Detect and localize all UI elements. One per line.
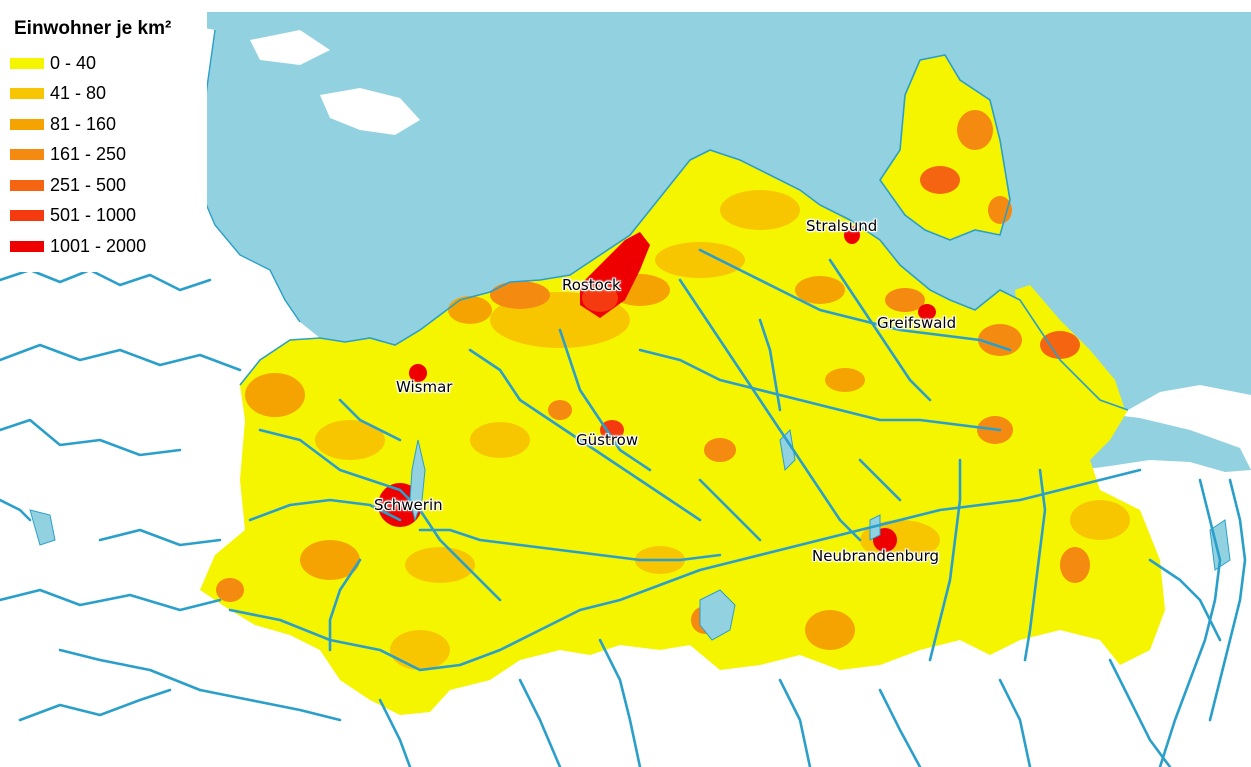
city-label-greifswald: Greifswald bbox=[877, 314, 957, 332]
city-label-schwerin: Schwerin bbox=[374, 496, 443, 514]
legend-swatch-1001-2000 bbox=[10, 240, 44, 252]
legend-swatch-161-250 bbox=[10, 149, 44, 161]
legend-label: 1001 - 2000 bbox=[50, 235, 147, 256]
legend-item: 41 - 80 bbox=[10, 79, 207, 110]
city-label-guestrow: Güstrow bbox=[576, 431, 639, 449]
legend-swatch-81-160 bbox=[10, 118, 44, 130]
legend-label: 501 - 1000 bbox=[50, 205, 137, 226]
city-label-stralsund: Stralsund bbox=[806, 217, 878, 235]
legend-item: 501 - 1000 bbox=[10, 201, 207, 232]
island-west-1 bbox=[320, 88, 420, 135]
legend-title: Einwohner je km² bbox=[14, 18, 172, 39]
legend-item: 81 - 160 bbox=[10, 109, 207, 140]
city-label-rostock: Rostock bbox=[562, 276, 621, 294]
legend-swatch-501-1000 bbox=[10, 210, 44, 222]
legend-label: 81 - 160 bbox=[50, 113, 117, 134]
island-west-2 bbox=[250, 30, 330, 65]
legend-item: 161 - 250 bbox=[10, 140, 207, 171]
legend-swatch-41-80 bbox=[10, 88, 44, 100]
legend-label: 161 - 250 bbox=[50, 144, 127, 165]
legend-label: 251 - 500 bbox=[50, 174, 127, 195]
legend-label: 0 - 40 bbox=[50, 52, 97, 73]
ruegen-island bbox=[880, 55, 1010, 240]
city-label-neubrandenburg: Neubrandenburg bbox=[812, 547, 940, 565]
city-label-wismar: Wismar bbox=[396, 378, 453, 396]
legend-item: 251 - 500 bbox=[10, 170, 207, 201]
legend: Einwohner je km² 0 - 40 41 - 80 81 - 160… bbox=[4, 12, 207, 272]
lakes bbox=[29, 428, 1231, 641]
rivers bbox=[0, 248, 1247, 767]
legend-rows: 0 - 40 41 - 80 81 - 160 161 - 250 251 - … bbox=[10, 48, 207, 262]
legend-item: 0 - 40 bbox=[10, 48, 207, 79]
legend-label: 41 - 80 bbox=[50, 83, 107, 104]
coastline bbox=[239, 149, 1129, 411]
ruegen-coast bbox=[879, 54, 1011, 241]
legend-swatch-0-40 bbox=[10, 57, 44, 69]
legend-item: 1001 - 2000 bbox=[10, 231, 207, 262]
legend-swatch-251-500 bbox=[10, 179, 44, 191]
